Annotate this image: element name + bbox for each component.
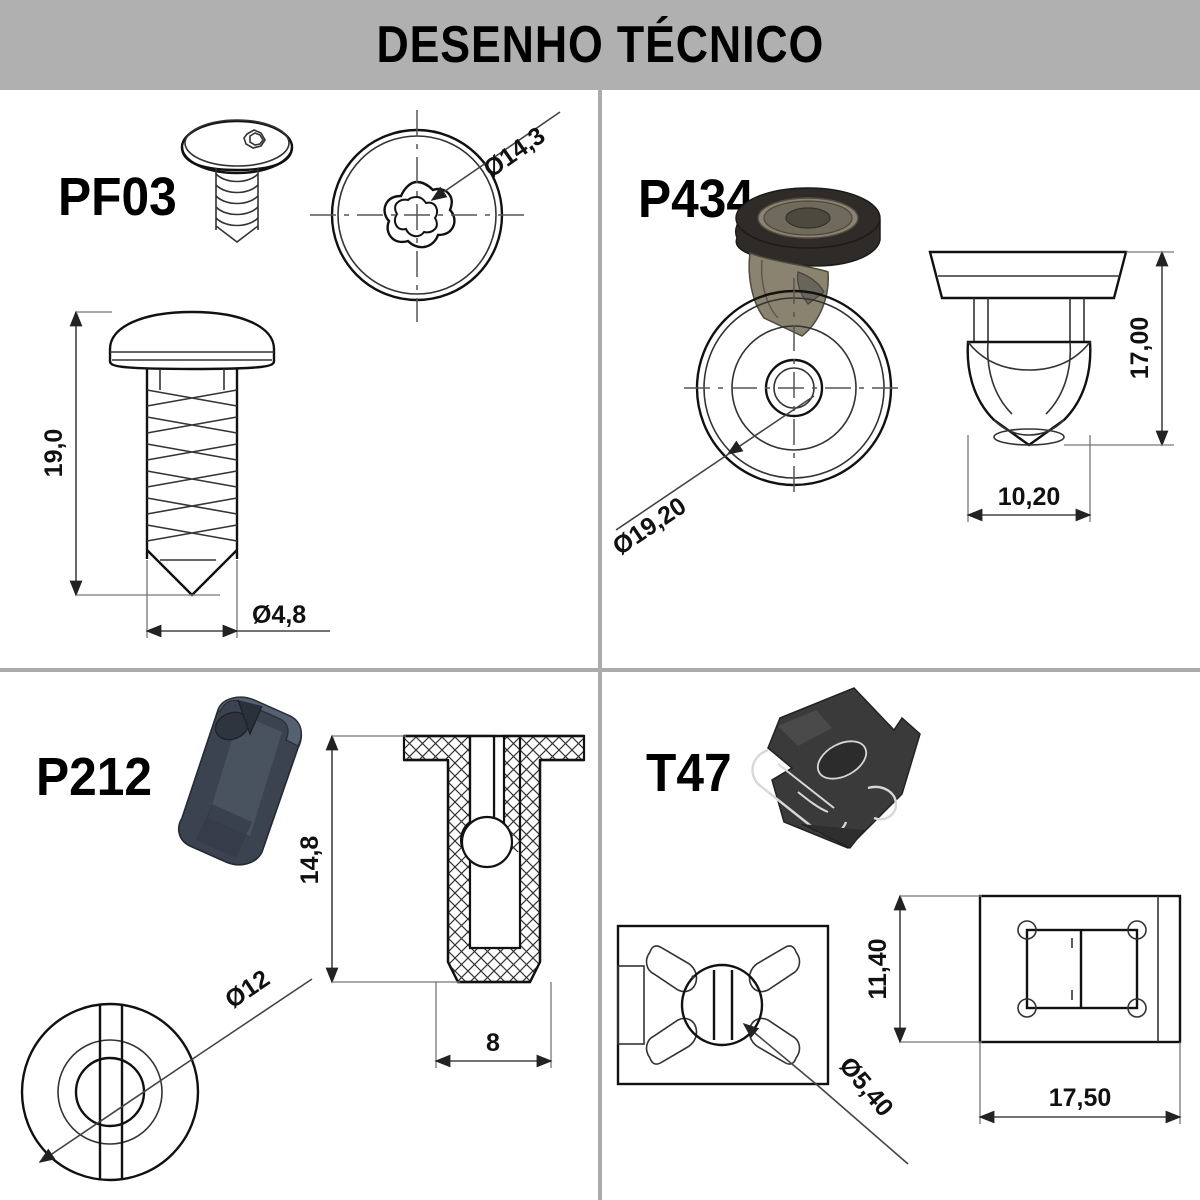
- p434-drawing: Ø19,20: [608, 187, 1174, 561]
- pf03-dim-head-diameter-text: Ø14,3: [478, 121, 550, 183]
- quadrant-t47: T47: [602, 672, 1200, 1200]
- t47-drawing: Ø5,40: [616, 687, 1182, 1165]
- t47-dim-height: 11,40: [864, 894, 982, 1044]
- p212-dim-flange-diameter: Ø12: [220, 965, 275, 1015]
- p212-dim-width-text: 8: [486, 1029, 500, 1057]
- quadrant-p212: P212: [0, 672, 598, 1200]
- p212-drawing: Ø12: [20, 696, 586, 1182]
- p212-top-view: [20, 978, 313, 1182]
- p434-top-view: [615, 278, 904, 531]
- t47-dim-width-text: 17,50: [1049, 1084, 1112, 1112]
- pf03-dim-length: 19,0: [40, 310, 220, 597]
- p434-isometric-render: [735, 187, 881, 337]
- p434-dim-width-text: 10,20: [998, 483, 1061, 511]
- pf03-dim-shank-diameter-text: Ø4,8: [252, 601, 306, 629]
- divider-horizontal: [0, 668, 1200, 672]
- pf03-dim-head-diameter: Ø14,3: [478, 121, 550, 183]
- p434-side-view: [928, 250, 1128, 447]
- p212-dim-width: 8: [434, 982, 553, 1068]
- pf03-dim-length-text: 19,0: [40, 429, 68, 478]
- p434-dim-height: 17,00: [1064, 250, 1174, 447]
- p434-dim-height-text: 17,00: [1126, 317, 1154, 380]
- t47-dim-hole-diameter-text: Ø5,40: [834, 1052, 899, 1122]
- p212-dim-flange-diameter-text: Ø12: [220, 965, 275, 1015]
- t47-dim-width: 17,50: [978, 1042, 1182, 1124]
- part-label-p434: P434: [638, 169, 755, 229]
- quadrant-grid: PF03: [0, 90, 1200, 1200]
- t47-isometric-render: [751, 687, 921, 849]
- header-banner: DESENHO TÉCNICO: [0, 0, 1200, 90]
- p212-section-view: [402, 734, 586, 984]
- pf03-dim-shank-diameter: Ø4,8: [145, 560, 330, 638]
- p212-dim-height: 14,8: [296, 734, 460, 984]
- quadrant-p434: P434: [602, 90, 1200, 668]
- pf03-drawing: Ø14,3: [40, 110, 561, 638]
- pf03-isometric-render: [180, 119, 294, 244]
- part-label-t47: T47: [646, 743, 732, 803]
- part-label-p212: P212: [36, 747, 153, 807]
- t47-dim-hole-diameter: Ø5,40: [834, 1052, 899, 1122]
- quadrant-pf03: PF03: [0, 90, 598, 668]
- p212-isometric-render: [177, 696, 303, 866]
- t47-dim-height-text: 11,40: [864, 938, 892, 999]
- p212-dim-height-text: 14,8: [296, 836, 324, 885]
- pf03-top-view: [310, 110, 561, 322]
- page-title: DESENHO TÉCNICO: [376, 16, 824, 74]
- t47-front-view: [978, 894, 1182, 1044]
- pf03-front-view: [108, 310, 276, 597]
- t47-top-view: [616, 924, 909, 1165]
- p434-dim-width: 10,20: [966, 435, 1092, 522]
- divider-vertical: [598, 90, 602, 1200]
- part-label-pf03: PF03: [58, 167, 177, 227]
